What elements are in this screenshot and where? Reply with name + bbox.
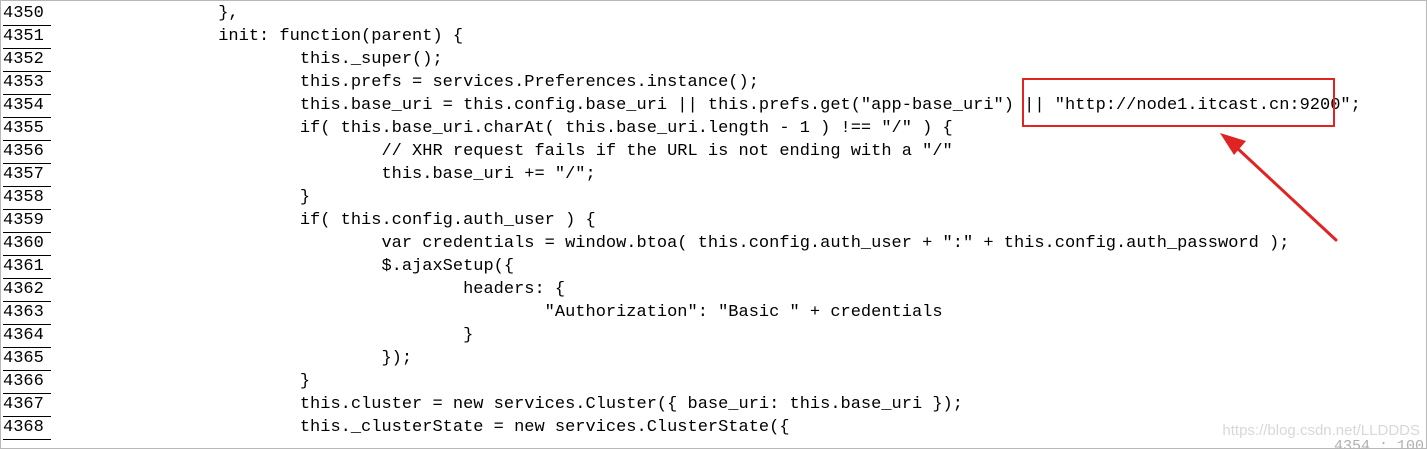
line-code-text[interactable]: if( this.base_uri.charAt( this.base_uri.… (55, 119, 953, 138)
line-code-text[interactable]: "Authorization": "Basic " + credentials (55, 303, 943, 322)
line-code-text[interactable]: } (55, 326, 474, 345)
line-code-text[interactable]: this.base_uri += "/"; (55, 165, 596, 184)
line-number: 4363 (3, 302, 51, 325)
arrow-shaft (1234, 145, 1338, 242)
line-code-text[interactable]: }, (55, 4, 239, 23)
code-line[interactable]: 4363 "Authorization": "Basic " + credent… (1, 302, 1426, 325)
line-number: 4368 (3, 417, 51, 440)
code-line[interactable]: 4362 headers: { (1, 279, 1426, 302)
line-code-text[interactable]: } (55, 188, 311, 207)
code-line[interactable]: 4366 } (1, 371, 1426, 394)
line-code-text[interactable]: } (55, 372, 311, 391)
line-number: 4359 (3, 210, 51, 233)
line-code-text[interactable]: this.prefs = services.Preferences.instan… (55, 73, 759, 92)
code-line[interactable]: 4360 var credentials = window.btoa( this… (1, 233, 1426, 256)
line-number: 4361 (3, 256, 51, 279)
line-number: 4356 (3, 141, 51, 164)
cursor-position-status: 4354 : 100 (1334, 439, 1425, 448)
line-code-text[interactable]: var credentials = window.btoa( this.conf… (55, 234, 1290, 253)
code-line[interactable]: 4365 }); (1, 348, 1426, 371)
line-code-text[interactable]: this.base_uri = this.config.base_uri || … (55, 96, 1361, 115)
line-number: 4364 (3, 325, 51, 348)
line-code-text[interactable]: headers: { (55, 280, 566, 299)
line-code-text[interactable]: }); (55, 349, 413, 368)
line-code-text[interactable]: this._super(); (55, 50, 443, 69)
code-line[interactable]: 4359 if( this.config.auth_user ) { (1, 210, 1426, 233)
arrow-head (1220, 133, 1246, 155)
arrow-annotation-icon (1220, 133, 1338, 242)
watermark-text: https://blog.csdn.net/LLDDDS (1222, 422, 1420, 439)
line-code-text[interactable]: this._clusterState = new services.Cluste… (55, 418, 790, 437)
line-code-text[interactable]: $.ajaxSetup({ (55, 257, 515, 276)
line-number: 4350 (3, 3, 51, 26)
line-number: 4353 (3, 72, 51, 95)
code-line[interactable]: 4353 this.prefs = services.Preferences.i… (1, 72, 1426, 95)
line-number: 4358 (3, 187, 51, 210)
line-number: 4354 (3, 95, 51, 118)
line-code-text[interactable]: init: function(parent) { (55, 27, 464, 46)
line-number: 4365 (3, 348, 51, 371)
line-number: 4367 (3, 394, 51, 417)
code-line[interactable]: 4358 } (1, 187, 1426, 210)
line-number: 4366 (3, 371, 51, 394)
line-code-text[interactable]: // XHR request fails if the URL is not e… (55, 142, 953, 161)
line-code-text[interactable]: if( this.config.auth_user ) { (55, 211, 596, 230)
code-line[interactable]: 4352 this._super(); (1, 49, 1426, 72)
code-line[interactable]: 4351 init: function(parent) { (1, 26, 1426, 49)
code-line[interactable]: 4361 $.ajaxSetup({ (1, 256, 1426, 279)
line-number: 4362 (3, 279, 51, 302)
code-line[interactable]: 4367 this.cluster = new services.Cluster… (1, 394, 1426, 417)
highlight-box-annotation (1022, 78, 1335, 127)
line-number: 4355 (3, 118, 51, 141)
line-code-text[interactable]: this.cluster = new services.Cluster({ ba… (55, 395, 963, 414)
code-line[interactable]: 4355 if( this.base_uri.charAt( this.base… (1, 118, 1426, 141)
line-number: 4352 (3, 49, 51, 72)
code-line[interactable]: 4368 this._clusterState = new services.C… (1, 417, 1426, 440)
code-line[interactable]: 4356 // XHR request fails if the URL is … (1, 141, 1426, 164)
line-number: 4357 (3, 164, 51, 187)
line-number: 4351 (3, 26, 51, 49)
code-line[interactable]: 4350 }, (1, 3, 1426, 26)
code-line[interactable]: 4354 this.base_uri = this.config.base_ur… (1, 95, 1426, 118)
line-number: 4360 (3, 233, 51, 256)
code-line[interactable]: 4357 this.base_uri += "/"; (1, 164, 1426, 187)
code-line[interactable]: 4364 } (1, 325, 1426, 348)
code-area[interactable]: 4350 },4351 init: function(parent) {4352… (1, 3, 1426, 448)
